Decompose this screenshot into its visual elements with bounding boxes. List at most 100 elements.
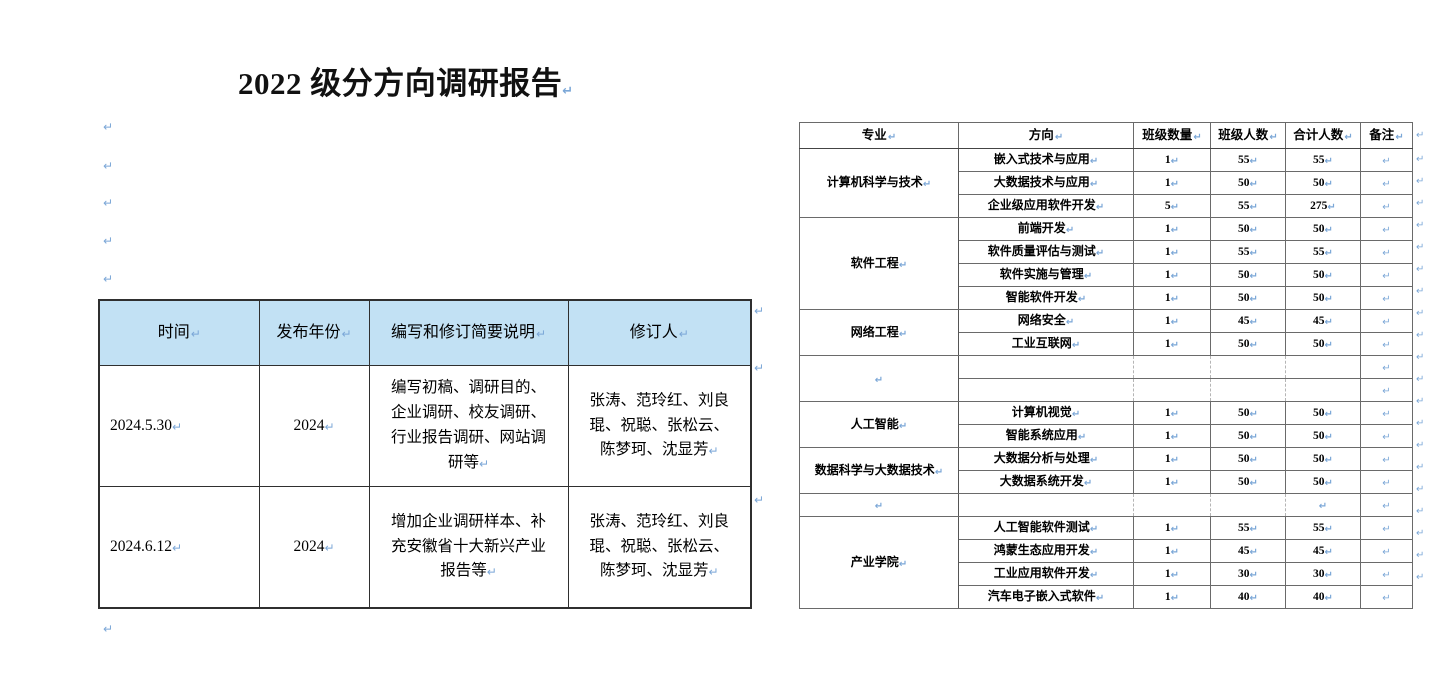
margin-paragraph-5: ↵ — [103, 620, 113, 636]
cell-total: 30↵ — [1285, 562, 1361, 586]
pilcrow-icon: ↵ — [1269, 132, 1278, 144]
table-row: 工业应用软件开发↵1↵30↵30↵↵ — [800, 562, 1413, 586]
pilcrow-icon: ↵ — [1382, 385, 1391, 397]
pilcrow-icon: ↵ — [1083, 271, 1093, 283]
col-header-class-count: 班级数量↵ — [1133, 122, 1211, 149]
pilcrow-icon: ↵ — [1054, 132, 1064, 144]
cell-note: ↵ — [1360, 240, 1413, 264]
pilcrow-icon: ↵ — [1089, 455, 1099, 467]
cell-note: ↵ — [1360, 424, 1413, 448]
pilcrow-icon: ↵ — [1249, 569, 1258, 581]
majors-outside-mark-14: ↵ — [1416, 455, 1442, 477]
margin-paragraph-2: ↵ — [103, 194, 113, 210]
pilcrow-icon: ↵ — [1077, 294, 1087, 306]
cell-class-count: 1↵ — [1133, 286, 1211, 310]
cell-direction: 工业应用软件开发↵ — [958, 562, 1134, 586]
pilcrow-icon: ↵ — [1416, 130, 1425, 141]
pilcrow-icon: ↵ — [478, 456, 490, 471]
cell-class-count: 1↵ — [1133, 309, 1211, 333]
col-header-note: 备注↵ — [1360, 122, 1413, 149]
pilcrow-icon: ↵ — [103, 196, 114, 210]
pilcrow-icon: ↵ — [1382, 362, 1391, 374]
pilcrow-icon: ↵ — [1382, 477, 1391, 489]
reviser-line: 张涛、范玲红、刘良 — [589, 512, 729, 530]
cell-class-size: 50↵ — [1210, 217, 1286, 241]
cell-total: 40↵ — [1285, 585, 1361, 609]
cell-direction: 大数据分析与处理↵ — [958, 447, 1134, 471]
pilcrow-icon: ↵ — [1382, 500, 1391, 512]
pilcrow-icon: ↵ — [1318, 500, 1328, 512]
cell-class-count: 1↵ — [1133, 470, 1211, 494]
revision-table-body: 2024.5.30↵2024↵编写初稿、调研目的、企业调研、校友调研、行业报告调… — [98, 365, 752, 609]
cell-major: 数据科学与大数据技术↵ — [799, 447, 959, 494]
pilcrow-icon: ↵ — [1416, 176, 1425, 187]
pilcrow-icon: ↵ — [1382, 408, 1391, 420]
pilcrow-icon: ↵ — [898, 420, 908, 432]
pilcrow-icon: ↵ — [1170, 454, 1180, 466]
cell-direction: 智能软件开发↵ — [958, 286, 1134, 310]
pilcrow-icon: ↵ — [172, 419, 183, 434]
cell-total: 50↵ — [1285, 217, 1361, 241]
description-line: 编写初稿、调研目的、 — [390, 379, 546, 397]
pilcrow-icon: ↵ — [1170, 155, 1180, 167]
cell-note: ↵ — [1360, 286, 1413, 310]
cell-note: ↵ — [1360, 355, 1413, 379]
cell-class-count: 1↵ — [1133, 171, 1211, 195]
pilcrow-icon: ↵ — [708, 444, 719, 459]
pilcrow-icon: ↵ — [1416, 352, 1425, 363]
revision-table-head: 时间↵ 发布年份↵ 编写和修订简要说明↵ 修订人↵ — [98, 299, 752, 366]
majors-outside-mark-17: ↵ — [1416, 521, 1442, 543]
pilcrow-icon: ↵ — [1416, 220, 1425, 231]
pilcrow-icon: ↵ — [754, 361, 765, 375]
cell-direction: 网络安全↵ — [958, 309, 1134, 333]
cell-major: ↵ — [799, 355, 959, 402]
cell-major: 计算机科学与技术↵ — [799, 148, 959, 218]
pilcrow-icon: ↵ — [1249, 431, 1258, 443]
majors-table-head: 专业↵ 方向↵ 班级数量↵ 班级人数↵ 合计人数↵ 备注↵ — [799, 122, 1413, 149]
cell-direction: 大数据技术与应用↵ — [958, 171, 1134, 195]
majors-outside-mark-4: ↵ — [1416, 235, 1442, 257]
cell-class-size: 50↵ — [1210, 286, 1286, 310]
cell-class-count — [1133, 378, 1211, 402]
pilcrow-icon: ↵ — [1170, 523, 1180, 535]
table-row-blank: ↵↵ — [799, 355, 1413, 402]
pilcrow-icon: ↵ — [1249, 270, 1258, 282]
pilcrow-icon: ↵ — [1324, 224, 1333, 236]
table-row: 企业级应用软件开发↵5↵55↵275↵↵ — [800, 194, 1413, 218]
table-row: 产业学院↵人工智能软件测试↵1↵55↵55↵↵ — [799, 516, 1413, 609]
pilcrow-icon: ↵ — [1324, 592, 1333, 604]
cell-class-size — [1210, 378, 1286, 402]
margin-paragraph-3: ↵ — [103, 232, 113, 248]
pilcrow-icon: ↵ — [1416, 528, 1425, 539]
pilcrow-icon: ↵ — [1382, 339, 1391, 351]
pilcrow-icon: ↵ — [898, 259, 908, 271]
table-row: 网络工程↵网络安全↵1↵45↵45↵↵ — [799, 309, 1413, 356]
pilcrow-icon: ↵ — [1382, 523, 1391, 535]
col-header-reviser: 修订人↵ — [567, 299, 752, 366]
cell-class-size: 50↵ — [1210, 171, 1286, 195]
cell-total: 50↵ — [1285, 470, 1361, 494]
majors-outside-mark-11: ↵ — [1416, 389, 1442, 411]
cell-class-size: 50↵ — [1210, 263, 1286, 287]
pilcrow-icon: ↵ — [1416, 330, 1425, 341]
cell-note: ↵ — [1360, 493, 1413, 517]
pilcrow-icon: ↵ — [172, 540, 183, 555]
majors-outside-mark-18: ↵ — [1416, 543, 1442, 565]
cell-major: 网络工程↵ — [799, 309, 959, 356]
majors-directions-table: 专业↵ 方向↵ 班级数量↵ 班级人数↵ 合计人数↵ 备注↵ 计算机科学与技术↵嵌… — [799, 122, 1413, 609]
page-title-text: 2022 级分方向调研报告 — [238, 66, 563, 101]
cell-direction: 鸿蒙生态应用开发↵ — [958, 539, 1134, 563]
pilcrow-icon: ↵ — [190, 326, 201, 341]
cell-total: 50↵ — [1285, 424, 1361, 448]
pilcrow-icon: ↵ — [1170, 477, 1180, 489]
table-header-row: 专业↵ 方向↵ 班级数量↵ 班级人数↵ 合计人数↵ 备注↵ — [799, 122, 1413, 149]
pilcrow-icon: ↵ — [1382, 270, 1391, 282]
pilcrow-icon: ↵ — [1382, 431, 1391, 443]
cell-class-count — [1133, 493, 1211, 517]
description-line: 研等↵ — [447, 453, 490, 471]
pilcrow-icon: ↵ — [341, 326, 352, 341]
cell-note: ↵ — [1360, 148, 1413, 172]
pilcrow-icon: ↵ — [1416, 418, 1425, 429]
page-title: 2022 级分方向调研报告↵ — [238, 58, 574, 103]
table-row: 汽车电子嵌入式软件↵1↵40↵40↵↵ — [800, 585, 1413, 609]
